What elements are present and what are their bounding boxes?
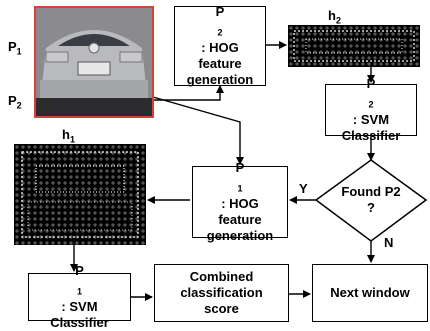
photo-label-p2: P2 bbox=[8, 93, 22, 111]
next-window-box: Next window bbox=[312, 264, 428, 322]
arrow-photo-to-p2-hog bbox=[153, 85, 224, 101]
hog-label-h1: h1 bbox=[62, 127, 75, 145]
connector-layer bbox=[70, 41, 428, 301]
hog-image-h1 bbox=[14, 144, 146, 245]
combined-score-box: Combined classification score bbox=[154, 264, 289, 322]
arrow-photo-to-p1-hog bbox=[152, 96, 244, 165]
hog-label-h2: h2 bbox=[328, 8, 341, 26]
found-p2-decision: Found P2 ? bbox=[341, 184, 401, 215]
edge-label-no: N bbox=[384, 235, 394, 250]
hog-texture-h1 bbox=[14, 144, 146, 245]
found-p2-diamond bbox=[314, 159, 428, 242]
edge-label-yes: Y bbox=[299, 181, 308, 196]
hog-texture-h2 bbox=[288, 25, 420, 67]
photo-label-p1: P1 bbox=[8, 39, 22, 57]
car-rear-photo bbox=[34, 6, 154, 118]
hog-image-h2 bbox=[288, 25, 420, 67]
car-rear-illustration bbox=[36, 8, 152, 116]
